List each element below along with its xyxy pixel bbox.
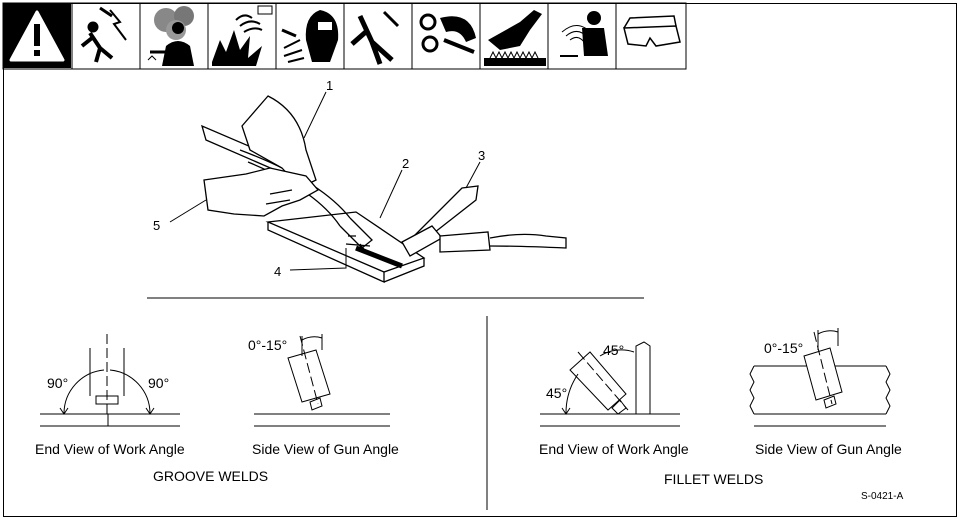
groove-side-view: [254, 334, 390, 427]
moving-parts-icon: [419, 13, 476, 54]
callout-3: 3: [478, 148, 485, 163]
safety-icon-strip: [2, 2, 687, 70]
hot-parts-icon: [350, 10, 400, 65]
fillet-end-view-caption: End View of Work Angle: [539, 441, 689, 457]
warning-icon: [4, 4, 71, 68]
safety-glasses-icon: [623, 15, 681, 47]
fillet-side-view: [749, 328, 891, 427]
fillet-section-title: FILLET WELDS: [664, 471, 763, 487]
groove-end-view: [40, 334, 180, 427]
emf-icon: [560, 11, 608, 57]
fillet-side-view-caption: Side View of Gun Angle: [755, 441, 902, 457]
callout-5: 5: [153, 218, 160, 233]
workpiece: [265, 211, 426, 284]
fillet-end-view: [540, 341, 680, 427]
callout-1: 1: [326, 78, 333, 93]
groove-angle-right: 90°: [148, 375, 169, 391]
callout-2: 2: [402, 156, 409, 171]
callout-leaders: [169, 91, 481, 271]
groove-end-view-caption: End View of Work Angle: [35, 441, 185, 457]
gloved-hand-lower: [203, 167, 320, 217]
fire-explosion-icon: [212, 5, 273, 66]
figure-id: S-0421-A: [861, 491, 904, 502]
hot-metal-icon: [484, 10, 546, 66]
callout-4: 4: [274, 264, 281, 279]
arc-rays-icon: [281, 10, 339, 63]
electric-shock-icon: [80, 6, 127, 63]
groove-side-view-caption: Side View of Gun Angle: [252, 441, 399, 457]
groove-gun-angle: 0°-15°: [248, 337, 287, 353]
welding-setup-illustration: [200, 95, 567, 284]
fillet-angle-upper: 45°: [603, 342, 624, 358]
groove-angle-left: 90°: [47, 375, 68, 391]
gloved-hand-upper: [241, 95, 317, 189]
fumes-icon: [147, 6, 194, 66]
work-clamp: [401, 185, 567, 257]
fillet-gun-angle: 0°-15°: [764, 340, 803, 356]
groove-section-title: GROOVE WELDS: [153, 468, 268, 484]
fillet-angle-lower: 45°: [546, 385, 567, 401]
